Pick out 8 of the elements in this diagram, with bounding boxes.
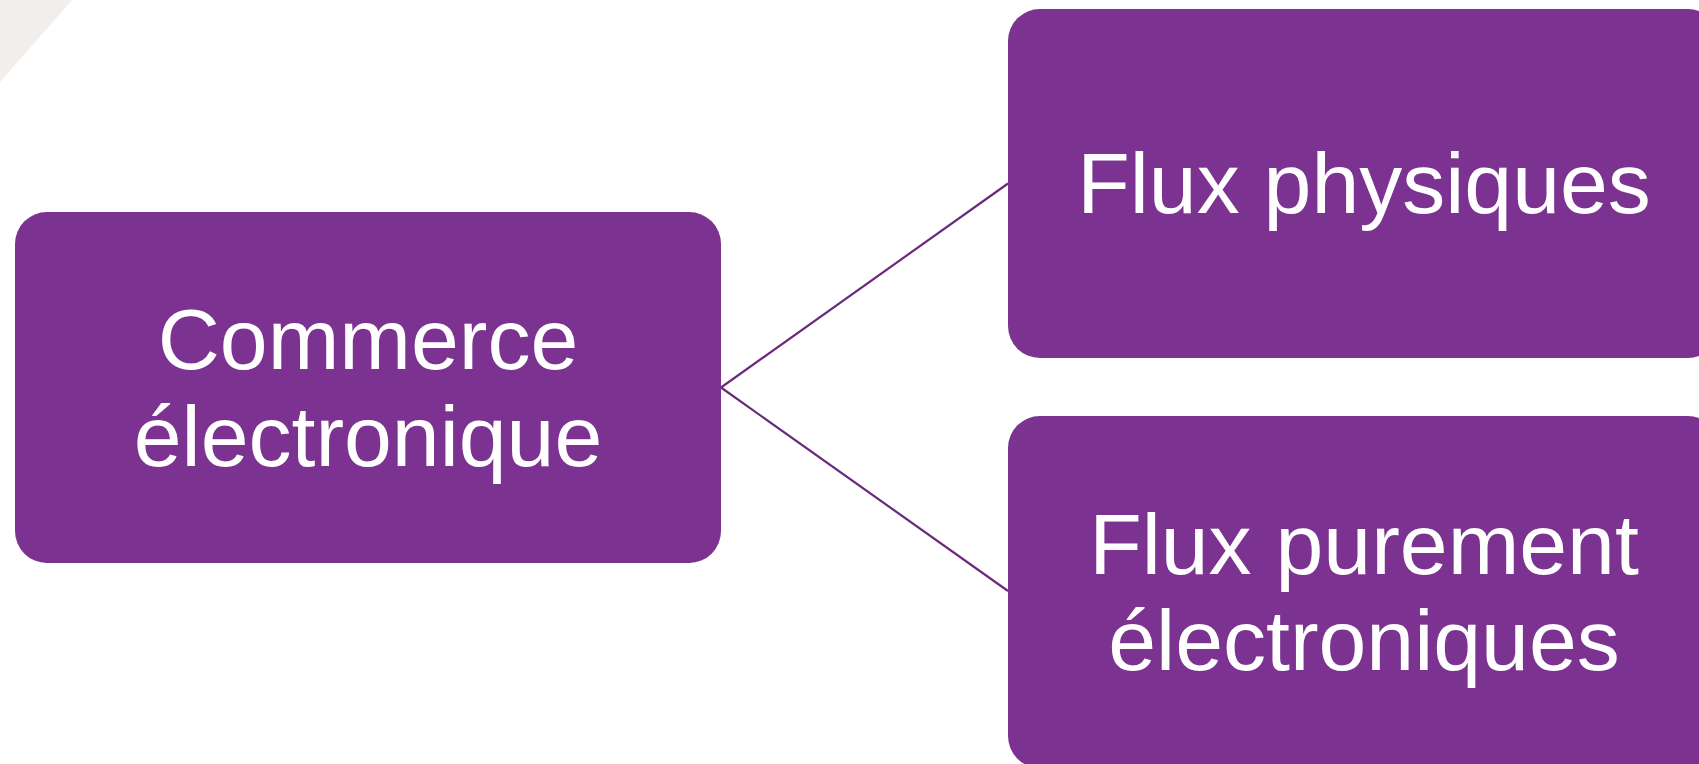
rounded-box	[15, 212, 721, 563]
connector-line	[720, 386, 1009, 592]
box-label: Flux purement électroniques	[1088, 495, 1640, 689]
box-label: Flux physiques	[1077, 135, 1651, 232]
rounded-box	[1008, 9, 1699, 358]
rounded-box	[1008, 416, 1699, 764]
connector-line	[720, 182, 1009, 389]
box-label: Commerce électronique	[132, 291, 604, 484]
